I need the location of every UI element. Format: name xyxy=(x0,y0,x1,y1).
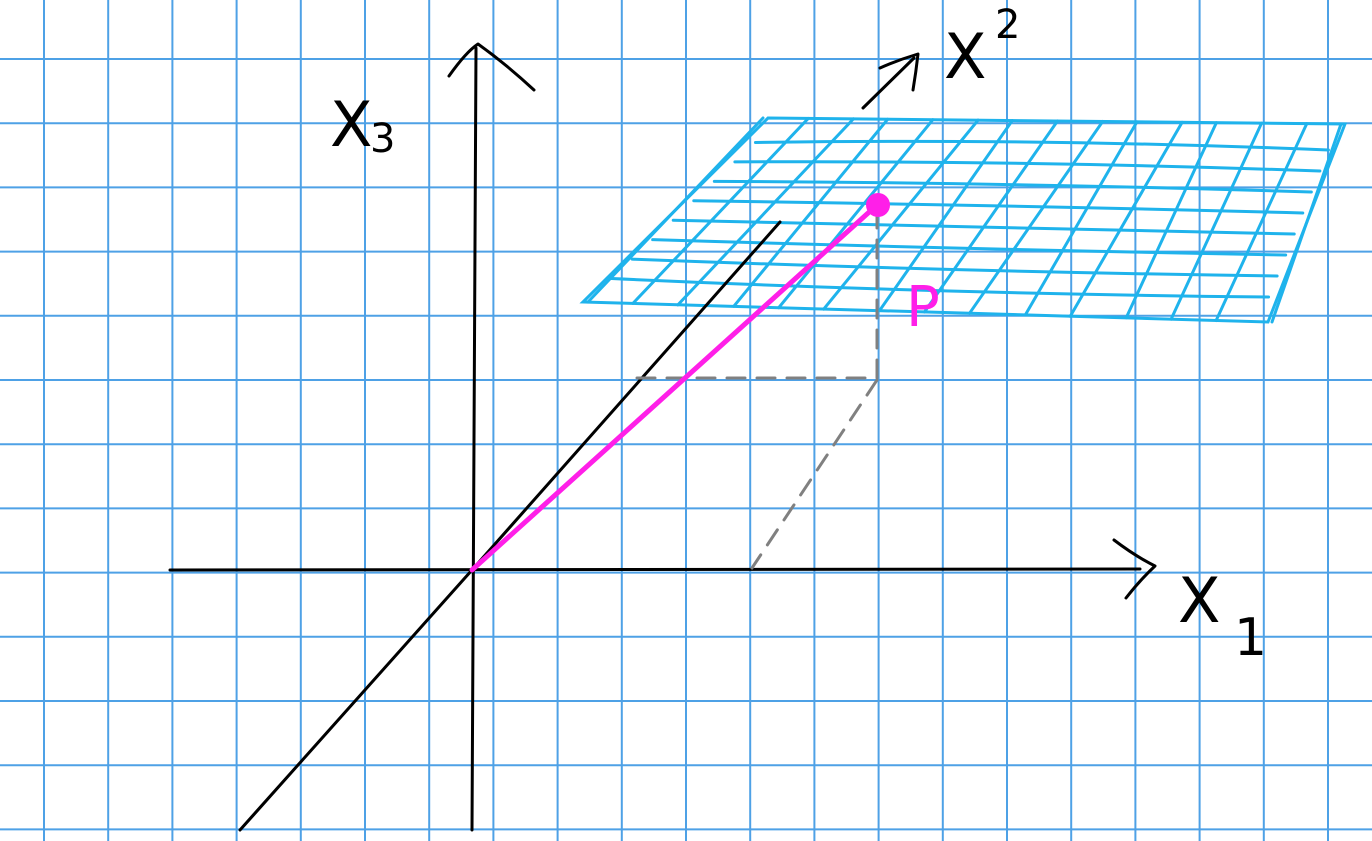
x2-axis-tip xyxy=(861,56,916,110)
shaded-plane xyxy=(579,116,1348,324)
x2-axis-label: X 2 xyxy=(944,2,1020,93)
x3-label-subscript: 3 xyxy=(370,116,395,162)
x3-arrow-head-icon xyxy=(447,42,536,92)
plane-hatch-stroke xyxy=(1270,122,1343,324)
plane-hatch-stroke xyxy=(822,118,980,311)
plane-hatch-stroke xyxy=(777,118,935,310)
x2-arrow-head-icon xyxy=(878,52,920,92)
plane-hatch-stroke xyxy=(1124,121,1218,320)
plane-hatch-stroke xyxy=(923,119,1059,314)
plane-hatch-stroke xyxy=(651,238,1288,257)
point-p-dot xyxy=(866,193,890,217)
plane-hatch-stroke xyxy=(610,277,1271,299)
plane-hatch-stroke xyxy=(753,139,1330,152)
plane-hatch-stroke xyxy=(630,257,1279,278)
x1-axis-label: X 1 xyxy=(1178,564,1267,668)
x1-arrow-head-icon xyxy=(1112,538,1157,600)
vector-op xyxy=(469,202,880,573)
x1-label-letter: X xyxy=(1178,564,1220,637)
plane-hatch-stroke xyxy=(1023,120,1139,317)
plane-hatch-stroke xyxy=(631,116,810,305)
plane-hatch-stroke xyxy=(732,117,890,308)
plane-hatch-stroke xyxy=(1169,121,1264,321)
x2-label-letter: X xyxy=(944,20,986,93)
x2-label-superscript: 2 xyxy=(995,2,1020,48)
plane-hatch-stroke xyxy=(586,116,765,304)
x3-axis-label: X 3 xyxy=(330,88,395,162)
x3-axis-line xyxy=(470,46,478,832)
point-p-label: P xyxy=(906,275,940,340)
plane-hatch-stroke xyxy=(712,179,1313,194)
projection-guides xyxy=(635,208,879,570)
x3-label-letter: X xyxy=(330,88,372,161)
plane-hatch-stroke xyxy=(692,199,1305,215)
plane-hatch-stroke xyxy=(1068,120,1184,318)
plane-hatch-stroke xyxy=(967,119,1105,315)
x1-axis-line xyxy=(168,567,1142,572)
plane-hatch-stroke xyxy=(671,218,1296,236)
plane-hatch-stroke xyxy=(676,117,855,307)
guide-diagonal xyxy=(750,378,879,570)
plane-hatch-stroke xyxy=(878,119,1014,313)
plane-hatch-stroke xyxy=(733,160,1322,173)
x1-label-subscript: 1 xyxy=(1234,608,1267,668)
plane-hatch-stroke xyxy=(1214,122,1309,323)
